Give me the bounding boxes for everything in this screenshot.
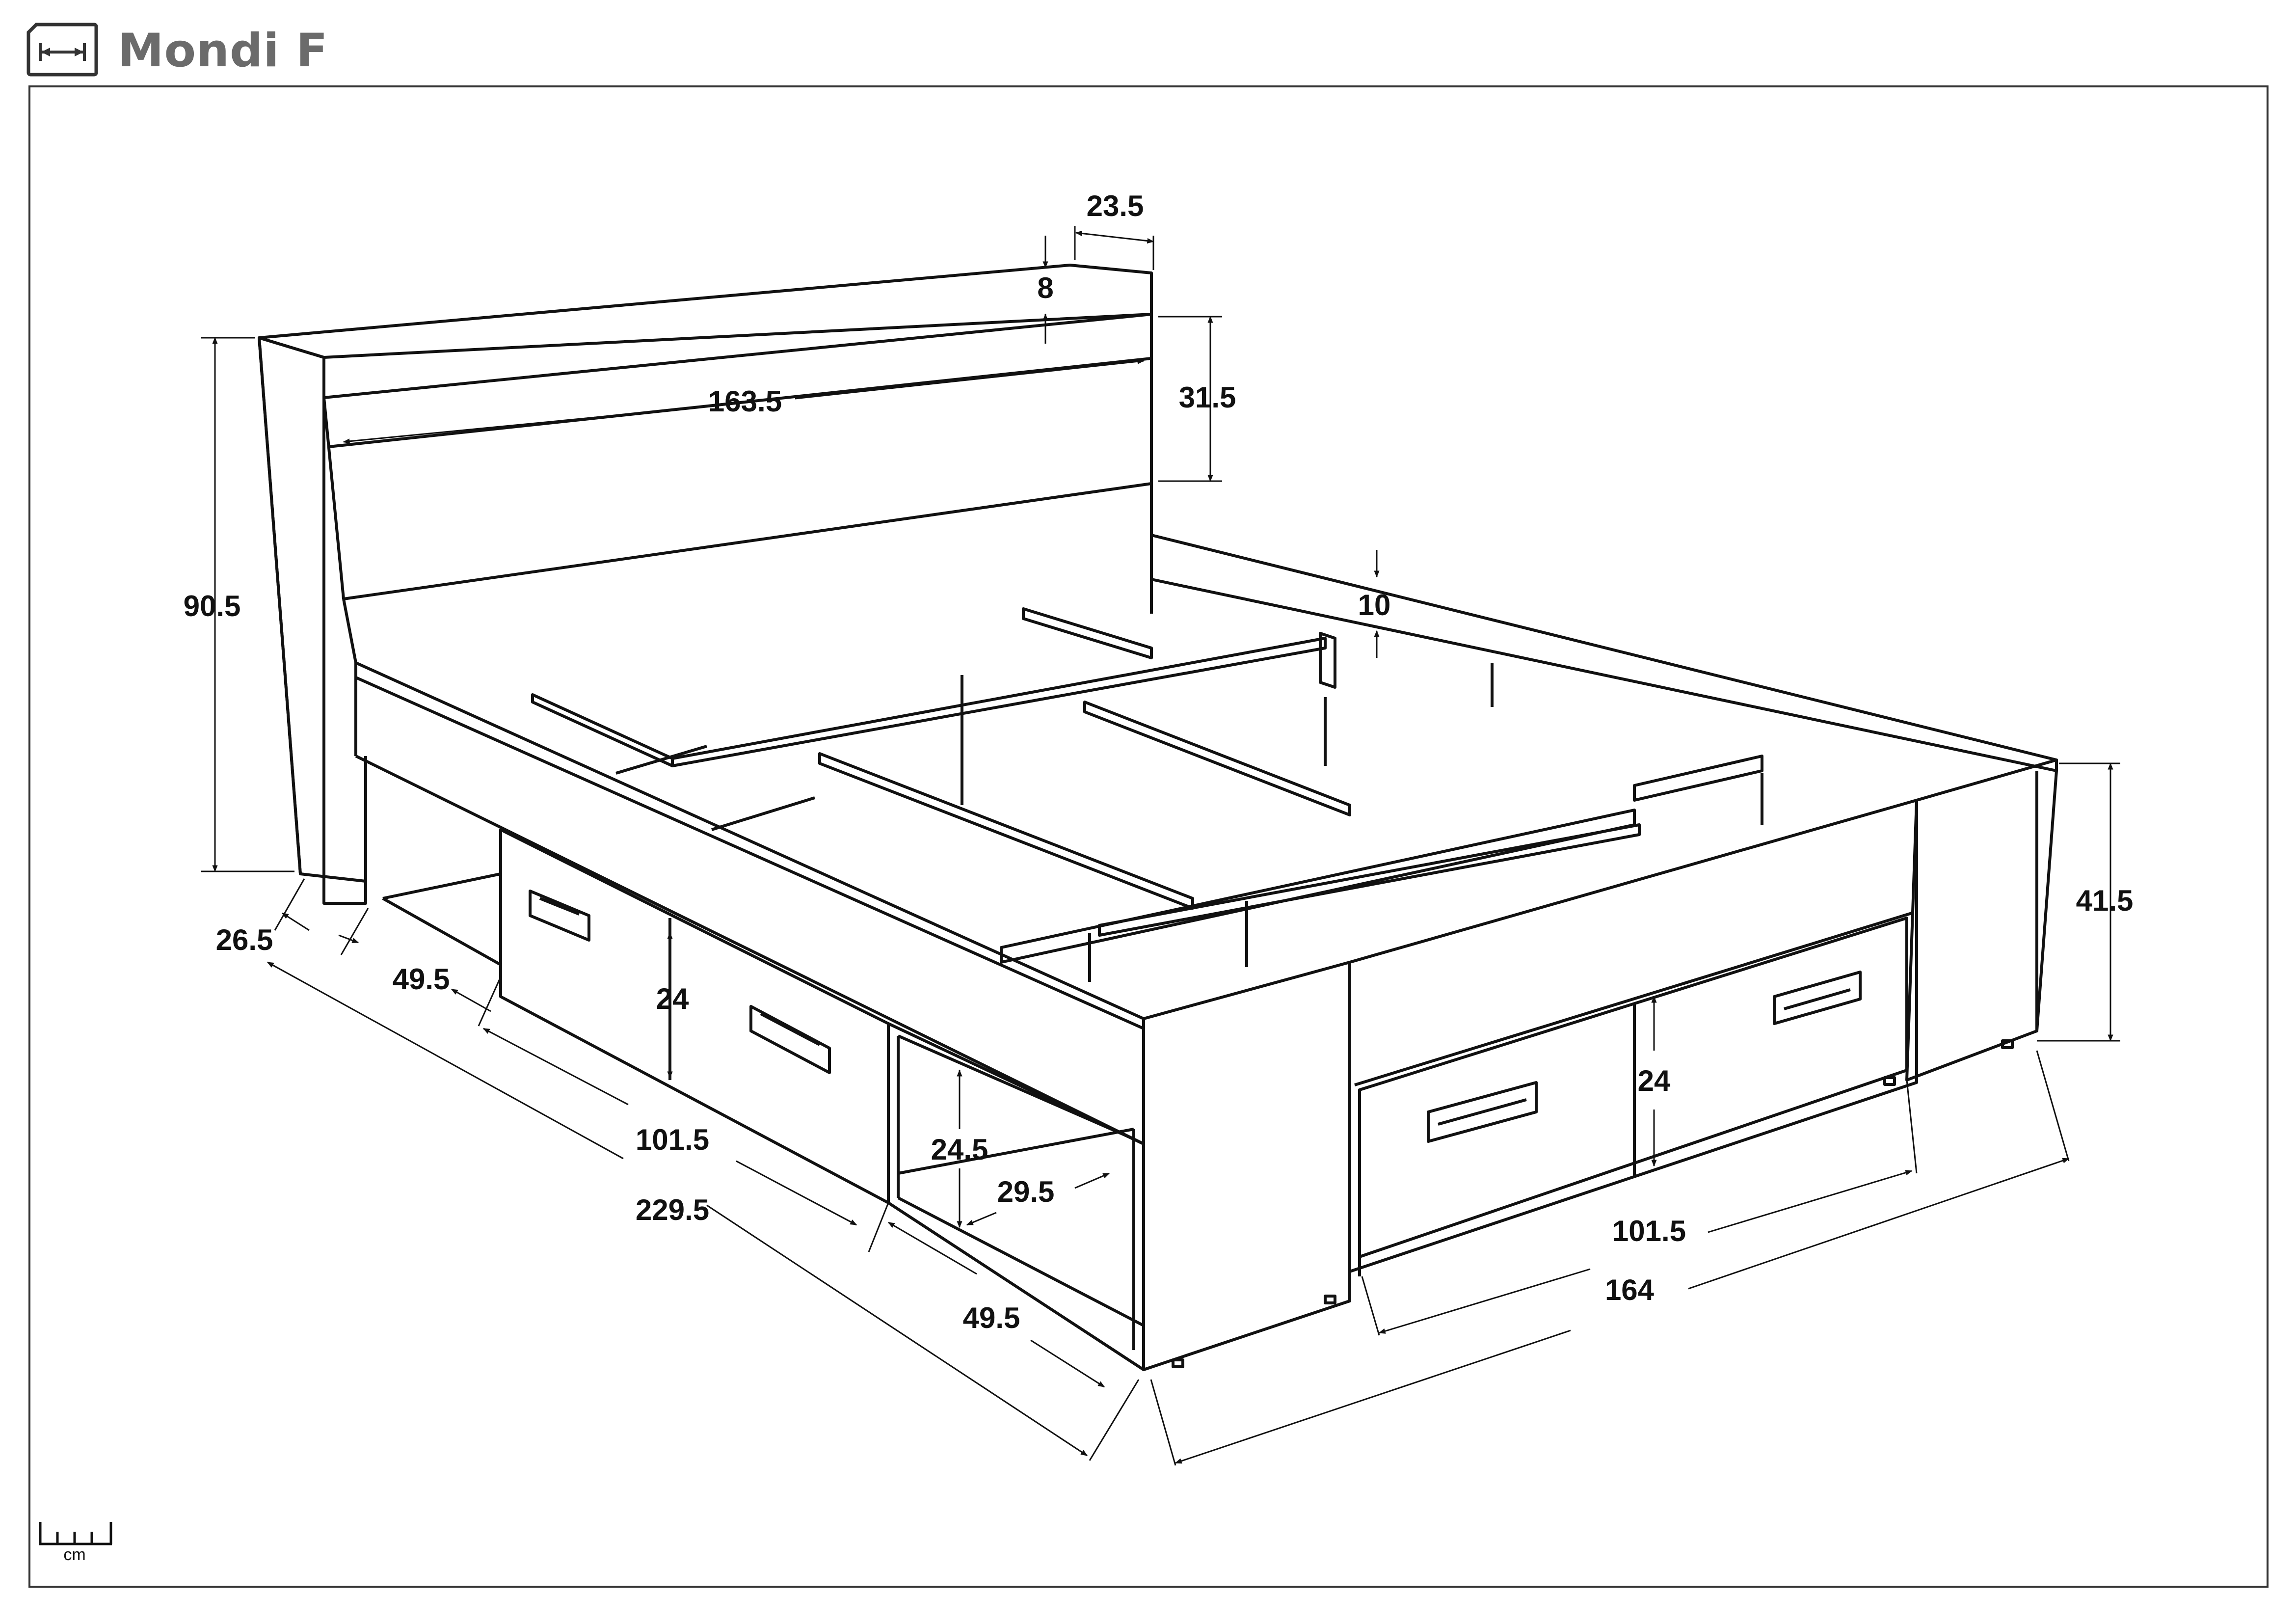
- product-title: Mondi F: [118, 24, 328, 78]
- label-foot-drawer-width: 101.5: [1612, 1215, 1686, 1247]
- divider-3: [818, 752, 1194, 910]
- headboard-shelf: [258, 264, 1153, 359]
- divider-2: [1022, 607, 1153, 659]
- label-headboard-panel-height: 31.5: [1179, 381, 1236, 414]
- open-compartment: [887, 1022, 1145, 1371]
- label-total-width: 164: [1605, 1273, 1655, 1306]
- label-headboard-shelf-depth: 23.5: [1087, 189, 1144, 222]
- label-headboard-shelf-lip: 8: [1037, 271, 1053, 304]
- label-side-front-section: 49.5: [393, 963, 450, 996]
- label-headboard-width: 163.5: [708, 385, 782, 418]
- label-total-length: 229.5: [636, 1193, 709, 1226]
- foot-1: [1172, 1358, 1184, 1368]
- front-right-leg-block: [1905, 758, 2058, 1082]
- dimension-labels: 23.5 8 163.5 31.5 90.5 10 41.5 26.5 49.5…: [184, 189, 2134, 1334]
- bed-outline: [258, 264, 2058, 1371]
- foot-3: [1883, 1076, 1896, 1086]
- scale-unit-label: cm: [63, 1545, 85, 1564]
- left-side-rail-top: [354, 661, 1145, 1030]
- foot-4: [2001, 1039, 2014, 1049]
- ruler-scale-icon: [39, 1522, 112, 1545]
- label-side-drawer-width: 101.5: [636, 1123, 709, 1156]
- label-side-drawer-height: 24: [656, 982, 689, 1015]
- label-side-rear-section: 49.5: [963, 1301, 1020, 1334]
- foot-2: [1324, 1295, 1336, 1304]
- drawer-handles: [529, 890, 1862, 1143]
- headboard-left-post: [258, 336, 367, 905]
- dimension-lines: [201, 226, 2120, 1466]
- front-left-leg-block: [1142, 961, 1351, 1371]
- drawing-frame: [28, 85, 2269, 1588]
- cross-slat-2: [1098, 823, 1641, 937]
- label-foot-drawer-height: 24: [1638, 1064, 1671, 1097]
- dimensions-ruler-icon: [27, 23, 98, 77]
- label-open-compartment-depth: 29.5: [997, 1175, 1055, 1208]
- header: Mondi F: [26, 19, 328, 82]
- label-headboard-depth: 26.5: [216, 923, 273, 956]
- label-open-compartment-height: 24.5: [931, 1133, 988, 1166]
- label-side-rail-height: 10: [1358, 589, 1391, 622]
- label-total-height: 90.5: [184, 590, 241, 623]
- divider-1: [531, 693, 674, 767]
- divider-4: [1083, 701, 1351, 816]
- right-side-rail: [1150, 534, 2058, 772]
- label-foot-height: 41.5: [2076, 884, 2134, 917]
- foot-drawer-front: [1358, 917, 1908, 1258]
